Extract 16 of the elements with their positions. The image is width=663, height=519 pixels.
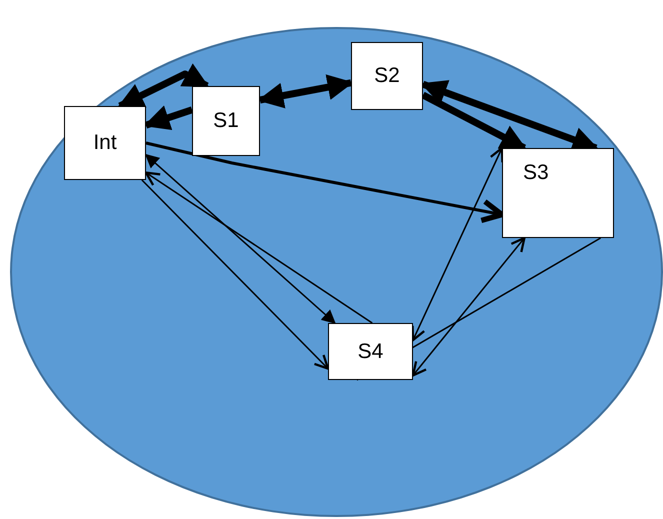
- state-box: [502, 148, 614, 238]
- node-label: S4: [358, 340, 384, 364]
- state-box: [192, 86, 260, 156]
- arrow: [144, 154, 336, 324]
- arrow: [144, 171, 373, 324]
- arrow: [421, 92, 527, 152]
- arrow: [412, 236, 526, 377]
- node-label: Int: [93, 131, 117, 155]
- node-label: S1: [213, 109, 239, 133]
- node-label: S3: [523, 161, 549, 185]
- state-box: [64, 106, 146, 180]
- state-box: [328, 323, 413, 380]
- node-label: S2: [374, 64, 400, 88]
- arrow: [141, 179, 330, 370]
- state-box: [351, 42, 423, 110]
- arrow: [411, 146, 504, 342]
